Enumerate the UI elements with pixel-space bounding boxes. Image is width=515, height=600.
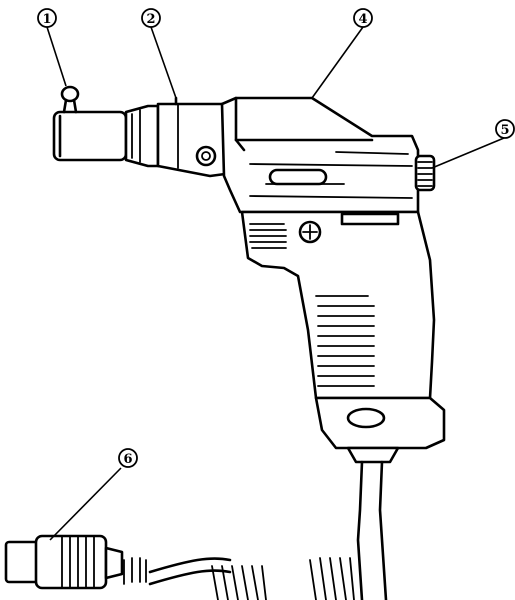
connector-plug bbox=[4, 534, 124, 590]
motor-housing bbox=[220, 96, 420, 214]
ring-eye bbox=[60, 85, 80, 103]
pistol-grip bbox=[240, 210, 446, 464]
callout-4: 4 bbox=[353, 8, 373, 28]
svg-text:1: 1 bbox=[42, 12, 51, 27]
leader-1 bbox=[46, 26, 67, 87]
callout-5: 5 bbox=[495, 119, 515, 139]
callout-1: 1 bbox=[37, 8, 57, 28]
leader-6 bbox=[49, 467, 122, 541]
nose-assembly bbox=[52, 85, 242, 178]
power-cable bbox=[123, 460, 388, 600]
svg-text:4: 4 bbox=[358, 12, 367, 27]
callout-6: 6 bbox=[118, 448, 138, 468]
speed-knob bbox=[414, 154, 436, 192]
leader-2 bbox=[150, 26, 177, 99]
svg-text:5: 5 bbox=[500, 123, 509, 138]
leader-5 bbox=[431, 137, 505, 169]
callout-2: 2 bbox=[141, 8, 161, 28]
svg-text:2: 2 bbox=[146, 12, 155, 27]
leader-4 bbox=[311, 26, 364, 99]
svg-text:6: 6 bbox=[123, 452, 132, 467]
